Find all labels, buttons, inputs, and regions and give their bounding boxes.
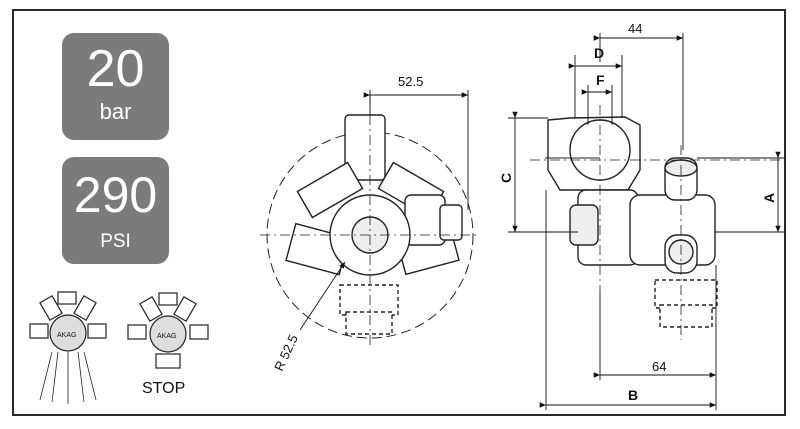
spray-logo-text: AKAG (57, 332, 76, 339)
pressure-bar-value: 20 (86, 40, 145, 98)
stop-label: STOP (142, 380, 186, 397)
dim-d-label: D (594, 45, 604, 61)
pressure-psi-unit: PSI (100, 231, 131, 252)
dim-64-label: 64 (652, 359, 666, 374)
pressure-bar-unit: bar (99, 99, 132, 124)
side-dimensions (508, 33, 786, 410)
pressure-psi-value: 290 (73, 167, 158, 223)
stop-logo-text: AKAG (157, 333, 176, 340)
stop-icon: AKAG (127, 292, 209, 369)
spray-icon: AKAG (29, 291, 107, 404)
radius-dimension (299, 261, 346, 331)
dim-44-label: 44 (628, 21, 642, 36)
front-view (260, 95, 480, 345)
dim-b-label: B (628, 387, 638, 403)
dim-c-label: C (498, 173, 514, 183)
side-view (530, 105, 780, 340)
front-width-dimension (363, 90, 469, 210)
pressure-psi-badge: 290 PSI (62, 157, 169, 264)
front-width-label: 52.5 (398, 74, 423, 89)
radius-label: R 52.5 (271, 332, 301, 373)
dim-a-label: A (761, 193, 777, 203)
pressure-bar-badge: 20 bar (62, 33, 169, 140)
dim-f-label: F (596, 72, 605, 88)
